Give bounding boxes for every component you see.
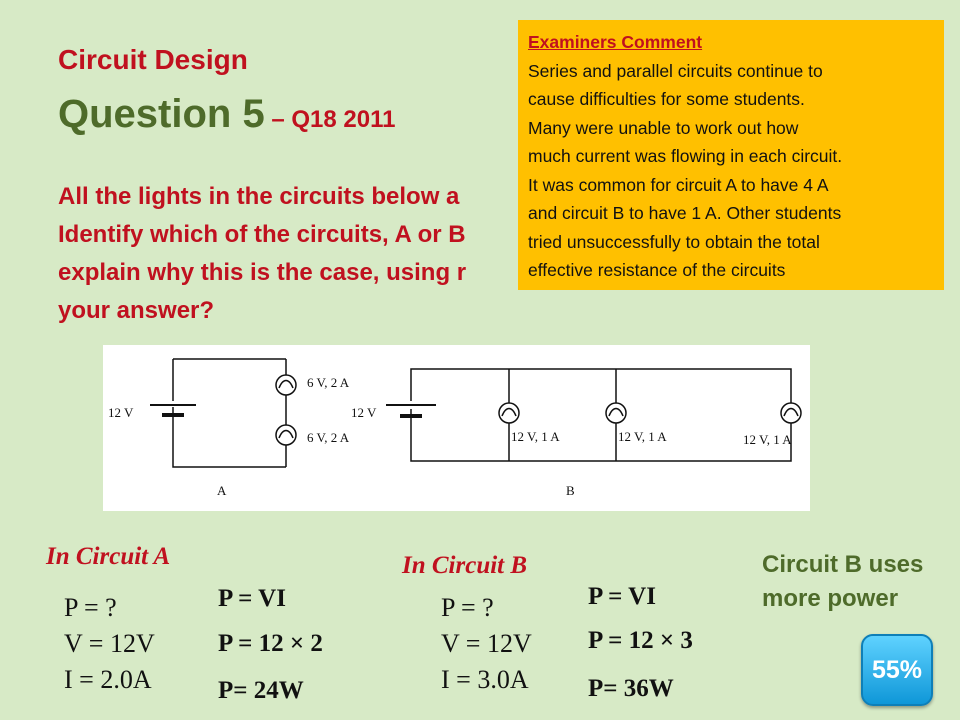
comment-line: cause difficulties for some students. [528,89,805,109]
question-main: Question 5 [58,92,265,136]
comment-line: It was common for circuit A to have 4 A [528,174,829,195]
circuit-b-bulb2-label: 12 V, 1 A [618,429,667,444]
circuit-b-label: B [566,483,575,498]
circuit-b-bulb1-label: 12 V, 1 A [511,429,560,444]
examiner-comment-title: Examiners Comment [528,32,703,52]
bulb-icon [605,402,627,424]
question-prompt: All the lights in the circuits below a I… [58,178,958,330]
examiner-comment-box: Examiners Comment Series and parallel ci… [518,20,944,290]
circuit-a-formula: P = VI [218,585,286,612]
comment-line: much current was flowing in each circuit… [528,146,843,166]
comment-line: Series and parallel circuits continue to [528,60,823,81]
comment-line: and circuit B to have 1 A. Other student… [528,203,842,223]
circuit-diagram: 12 V 6 V, 2 A 6 V, 2 A A 12 V 12 V, 1 A … [103,345,810,511]
given-line: P = ? [64,593,117,622]
given-line: P = ? [441,593,494,622]
bulb-icon [275,374,297,396]
bulb-icon [498,402,520,424]
circuit-a-battery-label: 12 V [108,405,134,420]
circuit-b-formula: P = VI [588,583,656,610]
prompt-line: your answer? [58,297,215,324]
given-line: V = 12V [441,629,532,658]
circuit-a-wires [172,358,287,468]
question-sub: – Q18 2011 [264,106,396,133]
circuit-b-bulb3-label: 12 V, 1 A [743,432,792,447]
circuit-a-result: P= 24W [218,677,304,704]
prompt-line: explain why this is the case, using r [58,259,467,286]
circuit-a-label: A [217,483,227,498]
circuit-a-substitution: P = 12 × 2 [218,630,323,657]
question-title: Question 5 – Q18 2011 [58,92,395,137]
circuit-a-bulb1-label: 6 V, 2 A [307,375,350,390]
circuit-b-battery-label: 12 V [351,405,377,420]
bulb-icon [275,424,297,446]
given-line: I = 2.0A [64,665,152,694]
prompt-line: All the lights in the circuits below a [58,183,460,210]
conclusion: Circuit B uses more power [762,548,923,616]
conclusion-line: Circuit B uses [762,551,924,578]
circuit-a-bulb2-label: 6 V, 2 A [307,430,350,445]
circuit-a-title: In Circuit A [46,543,171,570]
percentage-badge[interactable]: 55% [861,634,933,706]
conclusion-line: more power [762,585,899,612]
circuit-b-wires [410,368,792,462]
circuit-b-given: P = ? V = 12V I = 3.0A [441,590,532,698]
circuit-b-result: P= 36W [588,675,674,702]
given-line: I = 3.0A [441,665,529,694]
given-line: V = 12V [64,629,155,658]
circuit-b-title: In Circuit B [402,552,528,579]
comment-line: Many were unable to work out how [528,117,799,138]
comment-line: tried unsuccessfully to obtain the total [528,231,820,252]
comment-line: effective resistance of the circuits [528,260,786,280]
bulb-icon [780,402,802,424]
circuit-a-given: P = ? V = 12V I = 2.0A [64,590,155,698]
circuit-diagram-svg: 12 V 6 V, 2 A 6 V, 2 A A 12 V 12 V, 1 A … [108,358,802,498]
prompt-line: Identify which of the circuits, A or B [58,221,466,248]
heading: Circuit Design [58,44,248,75]
circuit-b-substitution: P = 12 × 3 [588,627,693,654]
